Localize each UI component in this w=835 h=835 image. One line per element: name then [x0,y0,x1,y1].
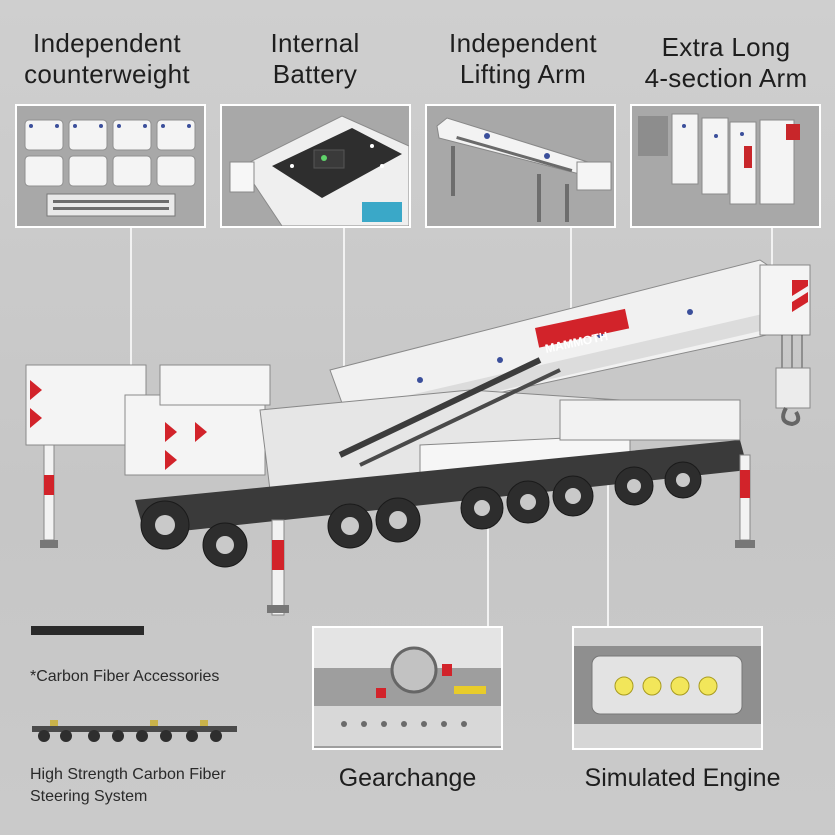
gearchange-photo [312,626,503,750]
counterweight-label: Independent counterweight [24,28,190,89]
counterweight-photo [15,104,206,228]
steering-system-image [32,720,237,742]
engine-photo [572,626,763,750]
crane-illustration: MAMMOTH [25,259,811,616]
gearchange-label: Gearchange [338,764,477,792]
carbon-fiber-note: *Carbon Fiber Accessories [30,668,220,685]
carbon-fiber-rod [31,626,144,635]
leader-line [130,228,132,398]
steering-system-caption: High Strength Carbon Fiber Steering Syst… [30,766,226,805]
lifting-arm-label: Independent Lifting Arm [449,28,597,89]
leader-line [607,430,609,626]
battery-label: Internal Battery [270,28,360,89]
long-arm-photo [630,104,821,228]
battery-photo [220,104,411,228]
brand-plate [535,308,630,348]
leader-line [487,436,489,626]
leader-line [570,228,572,318]
engine-label: Simulated Engine [584,764,781,792]
leader-line [771,228,773,296]
long-arm-label: Extra Long 4-section Arm [644,32,808,93]
leader-line [343,228,345,376]
lifting-arm-photo [425,104,616,228]
